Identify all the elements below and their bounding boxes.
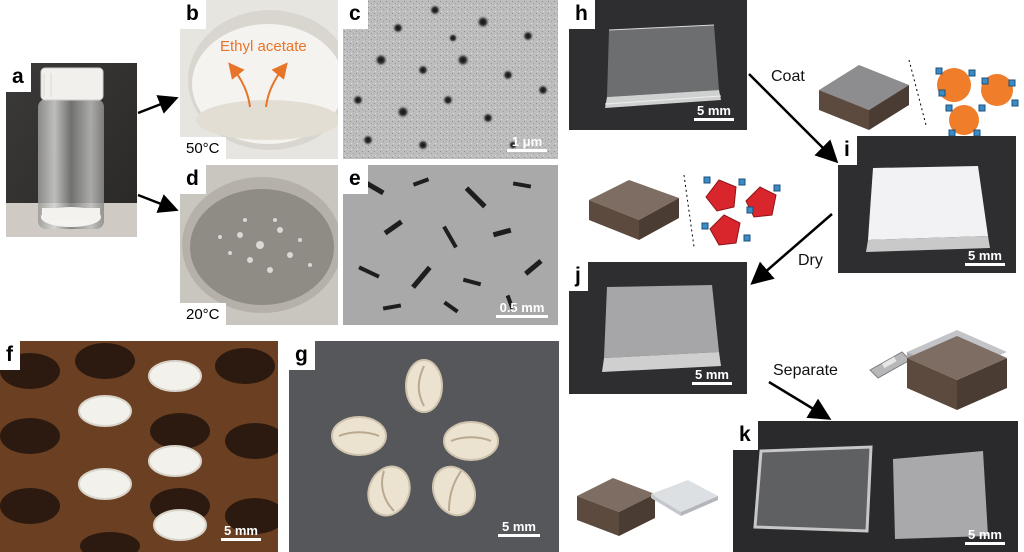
arrow-separate: [768, 380, 832, 420]
panel-letter-b: b: [180, 0, 206, 29]
panel-a-vial-photo: a: [6, 63, 137, 237]
scale-bar-c: 1 μm: [504, 134, 550, 153]
dried-stack-photo: [569, 262, 747, 394]
panel-k-separated-photo: k 5 mm: [733, 421, 1018, 552]
arrow-coat: [748, 73, 839, 164]
scale-bar-f: 5 mm: [218, 523, 264, 542]
dish-photo: [180, 0, 338, 159]
razor-cube-schematic: [869, 330, 1007, 410]
panel-j-dried-stack: j 5 mm: [569, 262, 747, 394]
panel-letter-g: g: [289, 341, 315, 370]
scale-label-f: 5 mm: [224, 523, 258, 538]
panel-letter-e: e: [343, 165, 368, 194]
panel-b-dish-50c: Ethyl acetate b 50°C: [180, 0, 338, 159]
vial-photo: [6, 63, 137, 237]
panel-f-mold-photo: f 5 mm: [0, 341, 278, 552]
panel-letter-k: k: [733, 421, 758, 450]
panel-letter-j: j: [569, 262, 588, 291]
panel-letter-c: c: [343, 0, 368, 29]
panel-letter-i: i: [838, 136, 857, 165]
panel-letter-h: h: [569, 0, 595, 29]
arrow-dry: [750, 213, 833, 285]
arrows-a-to-b-d: [137, 95, 179, 213]
tem-micrograph: [343, 0, 558, 159]
step-dry-label: Dry: [798, 252, 823, 269]
panel-i-coated-stack: i 5 mm: [838, 136, 1016, 273]
panel-h-glass-stack: h 5 mm: [569, 0, 747, 130]
coated-stack-photo: [838, 136, 1016, 273]
scale-label-c: 1 μm: [511, 134, 543, 149]
temperature-label-b: 50°C: [180, 137, 226, 159]
crystal-micrograph: [343, 165, 558, 325]
scale-bar-h: 5 mm: [691, 103, 737, 122]
scale-bar-i: 5 mm: [962, 248, 1008, 267]
separated-schematic: [577, 478, 718, 536]
panel-letter-d: d: [180, 165, 206, 194]
step-coat-label: Coat: [771, 68, 805, 85]
step-separate-label: Separate: [773, 362, 838, 379]
evaporation-arrows: [228, 62, 288, 108]
dish-crystals-photo: [180, 165, 338, 325]
mold-photo: [0, 341, 278, 552]
scale-bar-g: 5 mm: [495, 519, 543, 538]
scale-bar-j: 5 mm: [689, 367, 735, 386]
glass-stack-photo: [569, 0, 747, 130]
scale-label-e: 0.5 mm: [499, 300, 545, 315]
scale-label-g: 5 mm: [502, 519, 536, 534]
scale-bar-k: 5 mm: [962, 527, 1008, 546]
scale-label-i: 5 mm: [968, 248, 1002, 263]
coated-cube-schematic: [819, 59, 1019, 137]
ethyl-acetate-label: Ethyl acetate: [220, 38, 307, 55]
panel-c-tem-image: c 1 μm: [343, 0, 558, 159]
panel-g-beans-photo: g 5 mm: [289, 341, 559, 552]
panel-letter-a: a: [6, 63, 31, 92]
dried-cube-schematic: [589, 174, 781, 248]
panel-e-micrograph: e 0.5 mm: [343, 165, 558, 325]
panel-letter-f: f: [0, 341, 20, 370]
scale-label-j: 5 mm: [695, 367, 729, 382]
scale-bar-e: 0.5 mm: [492, 300, 552, 319]
temperature-label-d: 20°C: [180, 303, 226, 325]
separated-photo: [733, 421, 1018, 552]
scale-label-h: 5 mm: [697, 103, 731, 118]
panel-d-dish-20c: d 20°C: [180, 165, 338, 325]
scale-label-k: 5 mm: [968, 527, 1002, 542]
beans-photo: [289, 341, 559, 552]
